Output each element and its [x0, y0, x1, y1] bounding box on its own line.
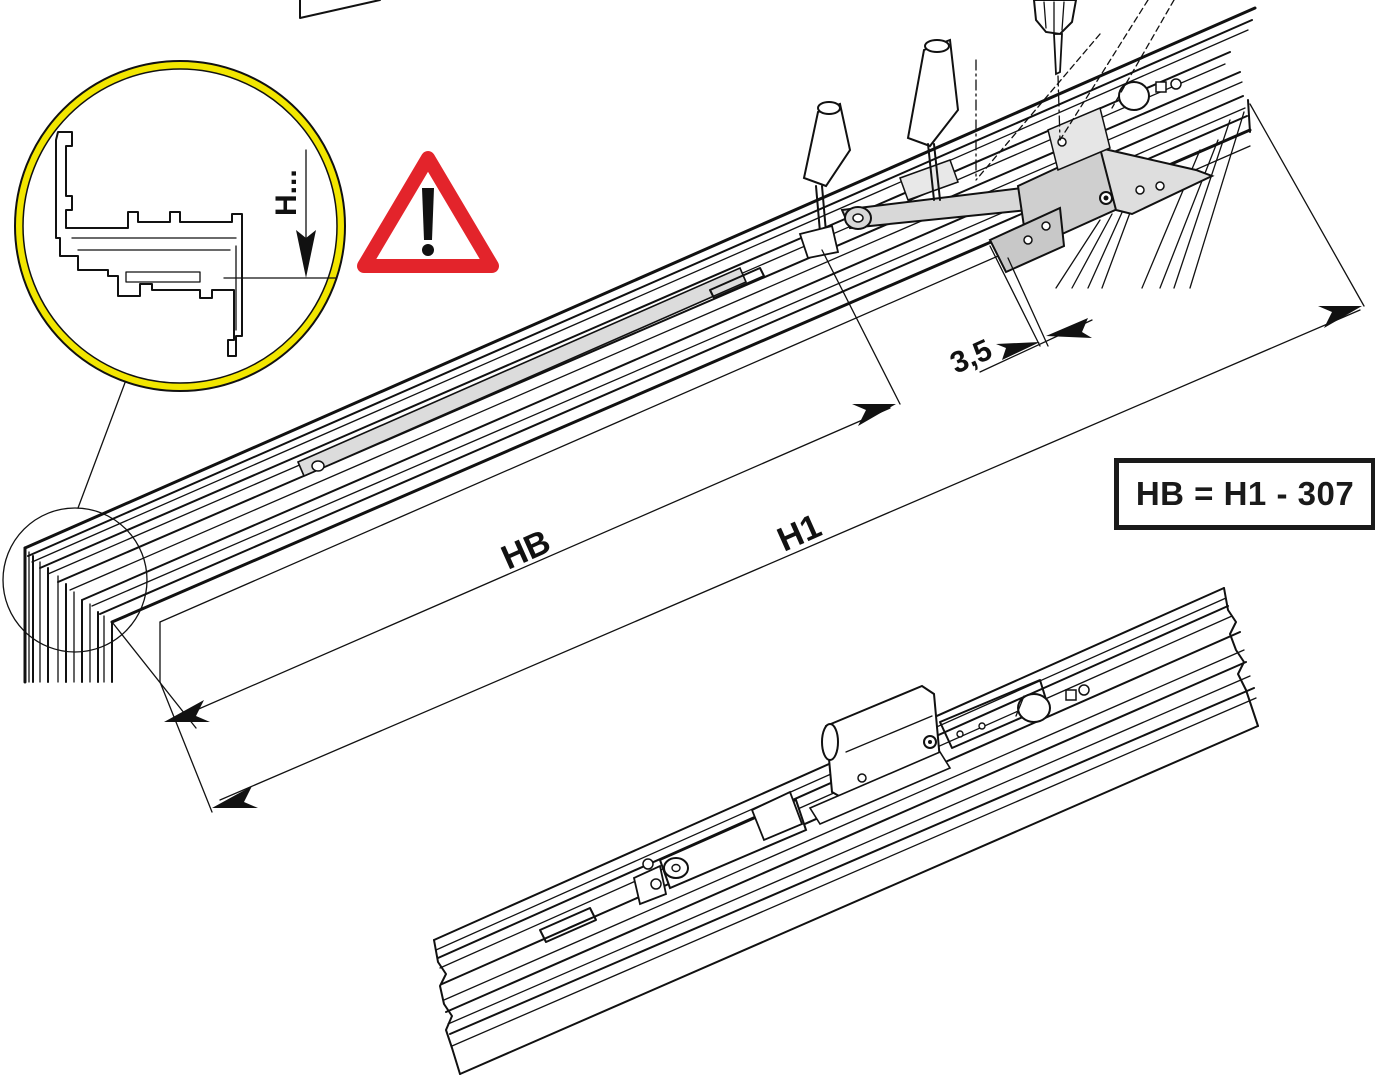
label-detail-height: H...	[270, 169, 303, 216]
corner-detail-circle	[2, 507, 148, 653]
screwdriver-icon	[975, 0, 1175, 181]
dimension-gap	[979, 245, 1093, 373]
profile-detail: H...	[14, 60, 346, 392]
hex-key-icon	[798, 38, 960, 260]
dimension-hb	[111, 249, 901, 729]
callout-box-fragment	[299, 0, 381, 19]
stay-arm	[840, 159, 1030, 230]
sash-profile-right	[1055, 99, 1251, 289]
dimension-h1	[159, 103, 1365, 813]
label-hb: HB	[496, 523, 556, 578]
formula-text: HB = H1 - 307	[1135, 475, 1355, 512]
lower-sash-view	[433, 587, 1259, 1075]
hinge-bracket	[988, 106, 1215, 274]
warning-icon	[357, 151, 499, 273]
formula-box: HB = H1 - 307	[1114, 458, 1375, 530]
guide-rail	[296, 266, 765, 478]
detail-leader-line	[77, 379, 127, 509]
sash-profile-left	[23, 546, 161, 684]
label-gap: 3,5	[945, 333, 997, 380]
label-h1: H1	[772, 507, 827, 559]
lock-cam	[1118, 78, 1182, 111]
